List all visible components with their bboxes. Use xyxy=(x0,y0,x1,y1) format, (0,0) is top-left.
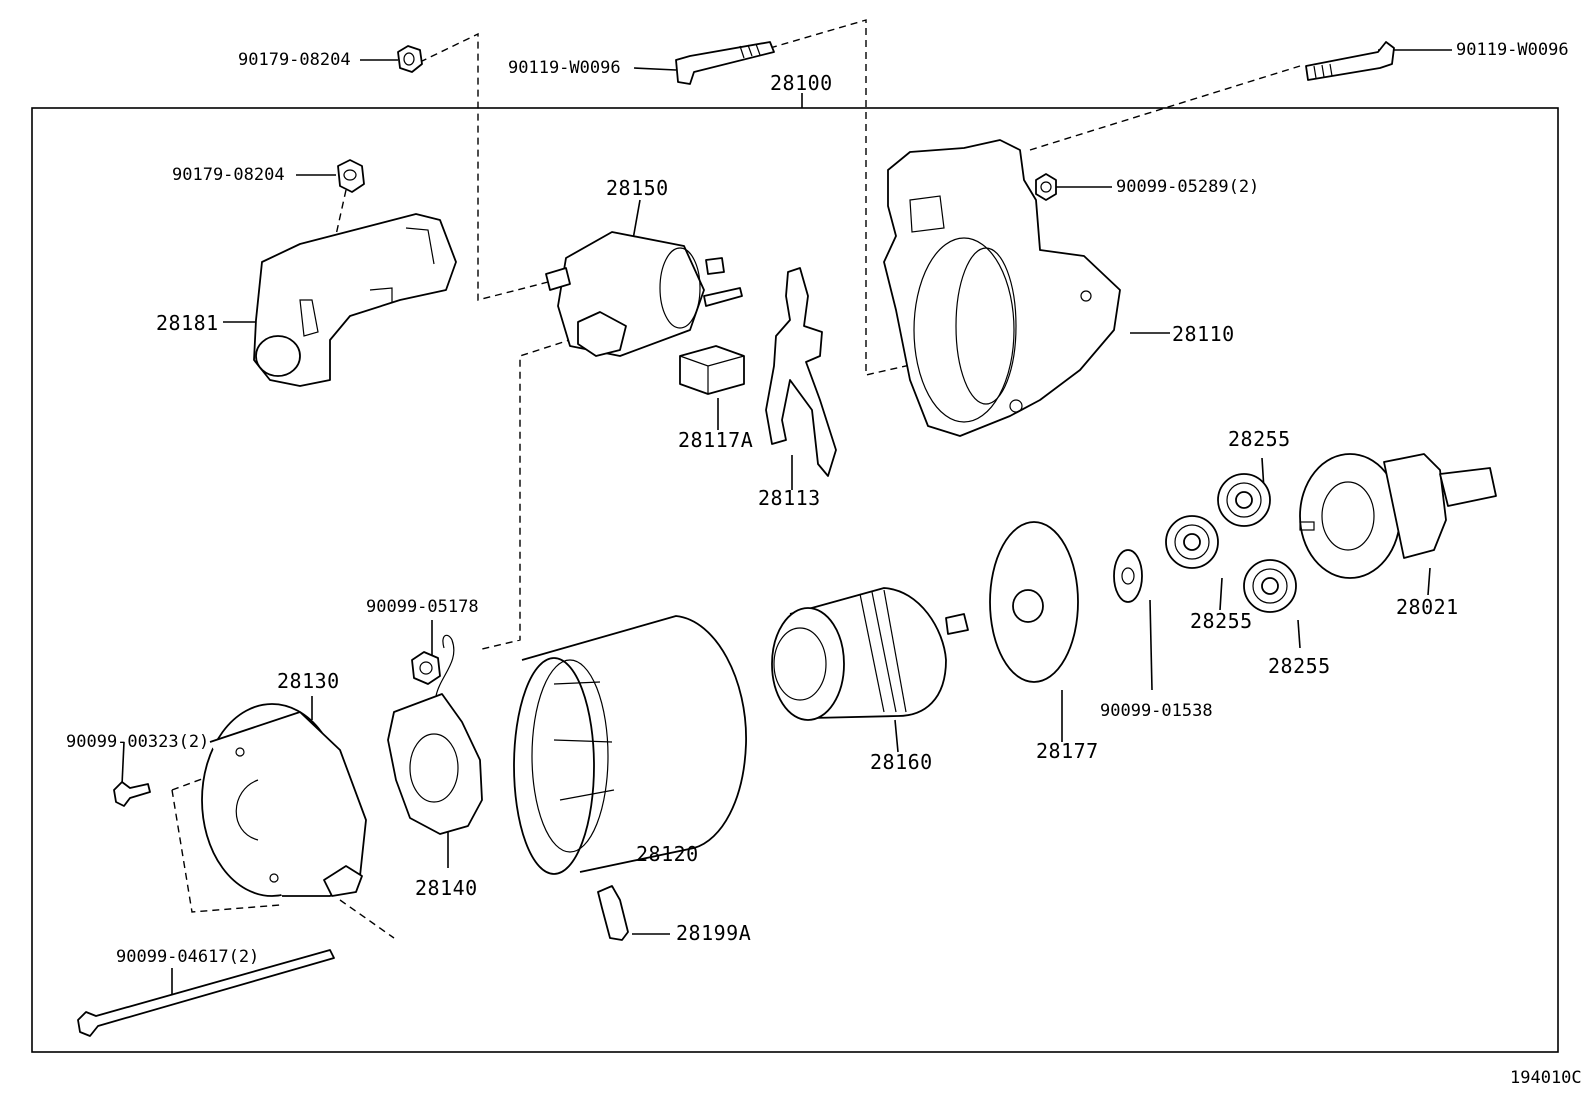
part-28130-end-frame xyxy=(201,703,367,897)
part-28120-yoke xyxy=(513,615,747,875)
part-28150-solenoid xyxy=(545,231,743,357)
label-28021: 28021 xyxy=(1396,595,1459,619)
label-28100: 28100 xyxy=(770,71,833,95)
label-90099-05289: 90099-05289(2) xyxy=(1116,177,1259,197)
nut-90099-05289 xyxy=(1035,173,1057,201)
label-28181: 28181 xyxy=(156,311,219,335)
label-90099-01538: 90099-01538 xyxy=(1100,701,1213,721)
part-90099-01538-washer xyxy=(1113,549,1143,603)
part-28255-gear-mid xyxy=(1165,515,1219,569)
part-28140-brush-holder xyxy=(387,634,483,835)
part-28199a xyxy=(597,885,629,941)
part-labels: 90179-08204 90119-W0096 28100 90119-W009… xyxy=(66,40,1582,1088)
label-28130: 28130 xyxy=(277,669,340,693)
part-28255-gear-low xyxy=(1243,559,1297,613)
part-28177-plate xyxy=(989,521,1079,683)
label-90119-w0096-right: 90119-W0096 xyxy=(1456,40,1569,60)
part-28113-lever xyxy=(765,267,837,477)
nut-90099-05178 xyxy=(411,651,441,685)
label-28150: 28150 xyxy=(606,176,669,200)
label-28117a: 28117A xyxy=(678,428,753,452)
label-90099-04617: 90099-04617(2) xyxy=(116,947,259,967)
part-28181-cover xyxy=(253,213,457,387)
part-28117a xyxy=(679,345,745,395)
assembly-frame xyxy=(31,107,1559,1053)
part-28110-housing xyxy=(883,139,1121,437)
label-28177: 28177 xyxy=(1036,739,1099,763)
bolt-90119-right xyxy=(1305,41,1395,81)
bolt-90099-04617 xyxy=(77,949,335,1037)
label-90099-05178: 90099-05178 xyxy=(366,597,479,617)
label-28255-a: 28255 xyxy=(1228,427,1291,451)
label-90099-00323: 90099-00323(2) xyxy=(66,732,209,752)
bolt-90119-left xyxy=(675,41,775,85)
label-28120: 28120 xyxy=(636,842,699,866)
label-28110: 28110 xyxy=(1172,322,1235,346)
label-90119-w0096-left: 90119-W0096 xyxy=(508,58,621,78)
label-28255-c: 28255 xyxy=(1268,654,1331,678)
label-28255-b: 28255 xyxy=(1190,609,1253,633)
nut-top-left xyxy=(397,45,423,73)
part-28021-clutch xyxy=(1299,453,1497,579)
part-28255-gear-top xyxy=(1217,473,1271,527)
part-28160-armature xyxy=(771,587,969,721)
label-28160: 28160 xyxy=(870,750,933,774)
label-90179-08204: 90179-08204 xyxy=(172,165,285,185)
nut-90179 xyxy=(337,159,365,193)
screw-90099-00323 xyxy=(113,781,151,807)
label-28140: 28140 xyxy=(415,876,478,900)
label-28113: 28113 xyxy=(758,486,821,510)
label-28199a: 28199A xyxy=(676,921,751,945)
label-90179-08204-top: 90179-08204 xyxy=(238,50,351,70)
solid-leaders xyxy=(121,49,1452,1000)
figure-id: 194010C xyxy=(1510,1068,1582,1088)
